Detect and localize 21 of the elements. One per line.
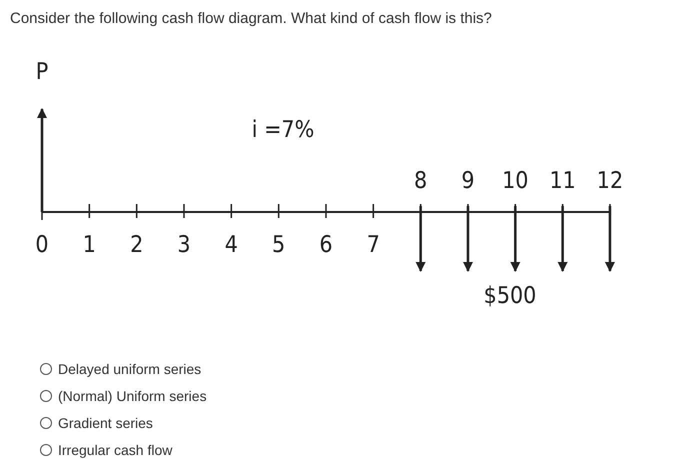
period-number: 9 bbox=[461, 168, 475, 194]
period-number: 5 bbox=[272, 232, 286, 258]
option-text: Gradient series bbox=[58, 414, 153, 433]
question-text: Consider the following cash flow diagram. What kind of cash flow is this? bbox=[10, 9, 492, 29]
period-number: 6 bbox=[319, 232, 333, 258]
option-text: (Normal) Uniform series bbox=[58, 387, 207, 406]
option-text: Delayed uniform series bbox=[58, 360, 202, 379]
period-number: 7 bbox=[366, 232, 380, 258]
amount-label: $500 bbox=[484, 283, 536, 309]
interest-rate-label: i =7% bbox=[252, 117, 314, 143]
amount-label: P bbox=[36, 59, 48, 85]
period-number: 10 bbox=[502, 168, 528, 194]
period-number: 8 bbox=[414, 168, 428, 194]
option-text: Irregular cash flow bbox=[58, 441, 172, 459]
period-number: 1 bbox=[82, 232, 96, 258]
period-number: 3 bbox=[177, 232, 191, 258]
period-number: 4 bbox=[224, 232, 238, 258]
period-number: 2 bbox=[130, 232, 144, 258]
period-number: 12 bbox=[596, 168, 624, 194]
period-number: 0 bbox=[35, 232, 49, 258]
period-number: 11 bbox=[549, 168, 576, 194]
